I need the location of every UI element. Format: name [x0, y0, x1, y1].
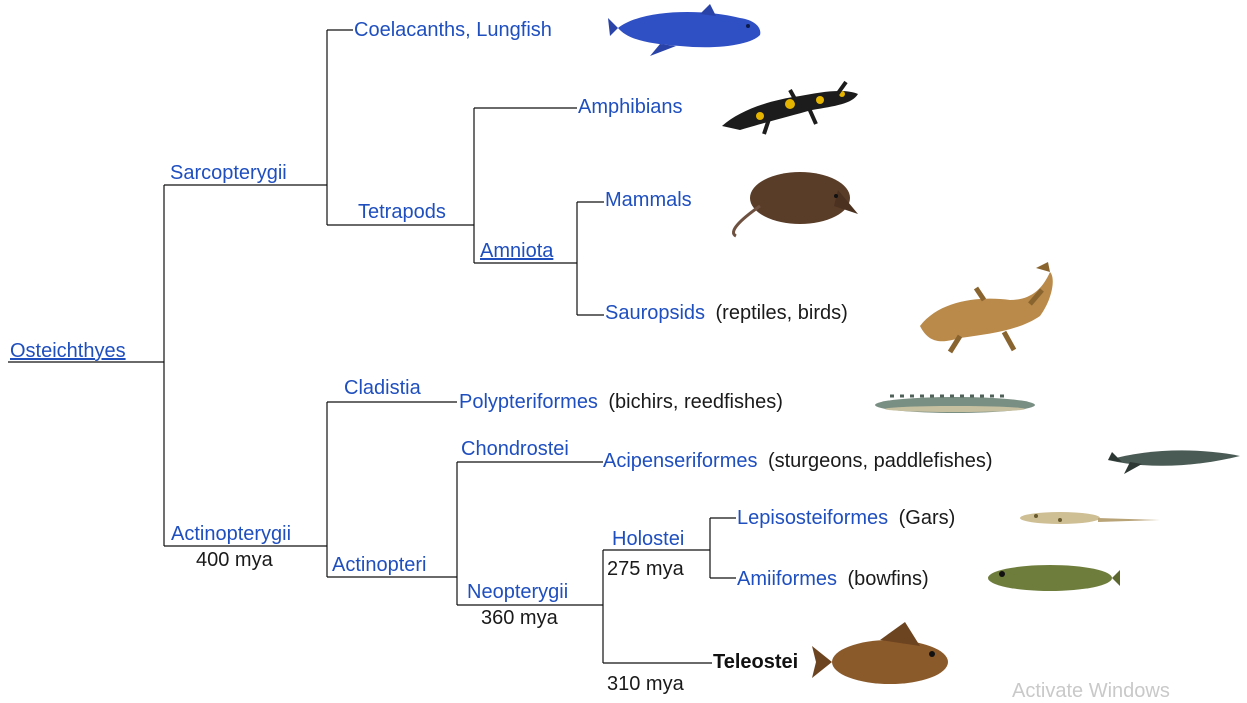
- amniota-label[interactable]: Amniota: [480, 240, 554, 262]
- lizard-image: [920, 262, 1053, 352]
- lepisosteiformes-link[interactable]: Lepisosteiformes: [737, 507, 888, 529]
- teleostei-label[interactable]: Teleostei: [713, 651, 798, 673]
- mammal-image: [733, 172, 858, 236]
- amiiformes-note: (bowfins): [847, 568, 928, 590]
- coelacanths-label[interactable]: Coelacanths, Lungfish: [354, 19, 552, 41]
- actinopteri-label[interactable]: Actinopteri: [332, 554, 427, 576]
- sauropsids-note: (reptiles, birds): [716, 302, 848, 324]
- cladistia-label[interactable]: Cladistia: [344, 377, 422, 399]
- polypteriformes-note: (bichirs, reedfishes): [608, 391, 783, 413]
- neopterygii-age: 360 mya: [481, 607, 559, 629]
- acipenseriformes-link[interactable]: Acipenseriformes: [603, 450, 758, 472]
- actinopterygii-label[interactable]: Actinopterygii: [171, 523, 291, 545]
- teleostei-age: 310 mya: [607, 673, 685, 695]
- sarcopterygii-label[interactable]: Sarcopterygii: [170, 162, 287, 184]
- lepisosteiformes-note: (Gars): [899, 507, 956, 529]
- holostei-age: 275 mya: [607, 558, 685, 580]
- holostei-label[interactable]: Holostei: [612, 528, 684, 550]
- bowfin-image: [988, 565, 1120, 591]
- polypteriformes-label: Polypteriformes (bichirs, reedfishes): [459, 391, 783, 413]
- amphibians-label[interactable]: Amphibians: [578, 96, 683, 118]
- coelacanth-image: [608, 4, 760, 56]
- sauropsids-link[interactable]: Sauropsids: [605, 302, 705, 324]
- osteichthyes-label[interactable]: Osteichthyes: [10, 340, 126, 362]
- amiiformes-label: Amiiformes (bowfins): [737, 568, 929, 590]
- acipenseriformes-note: (sturgeons, paddlefishes): [768, 450, 993, 472]
- actinopterygii-age: 400 mya: [196, 549, 274, 571]
- sauropsids-label: Sauropsids (reptiles, birds): [605, 302, 848, 324]
- sturgeon-image: [1108, 450, 1240, 474]
- tetrapods-label[interactable]: Tetrapods: [358, 201, 446, 223]
- carp-image: [812, 622, 948, 684]
- chondrostei-label[interactable]: Chondrostei: [461, 438, 569, 460]
- salamander-image: [722, 82, 858, 134]
- neopterygii-label[interactable]: Neopterygii: [467, 581, 568, 603]
- lepisosteiformes-label: Lepisosteiformes (Gars): [737, 507, 955, 529]
- gar-image: [1020, 512, 1160, 524]
- bichir-image: [875, 396, 1035, 413]
- mammals-label[interactable]: Mammals: [605, 189, 692, 211]
- acipenseriformes-label: Acipenseriformes (sturgeons, paddlefishe…: [603, 450, 993, 472]
- amiiformes-link[interactable]: Amiiformes: [737, 568, 837, 590]
- polypteriformes-link[interactable]: Polypteriformes: [459, 391, 598, 413]
